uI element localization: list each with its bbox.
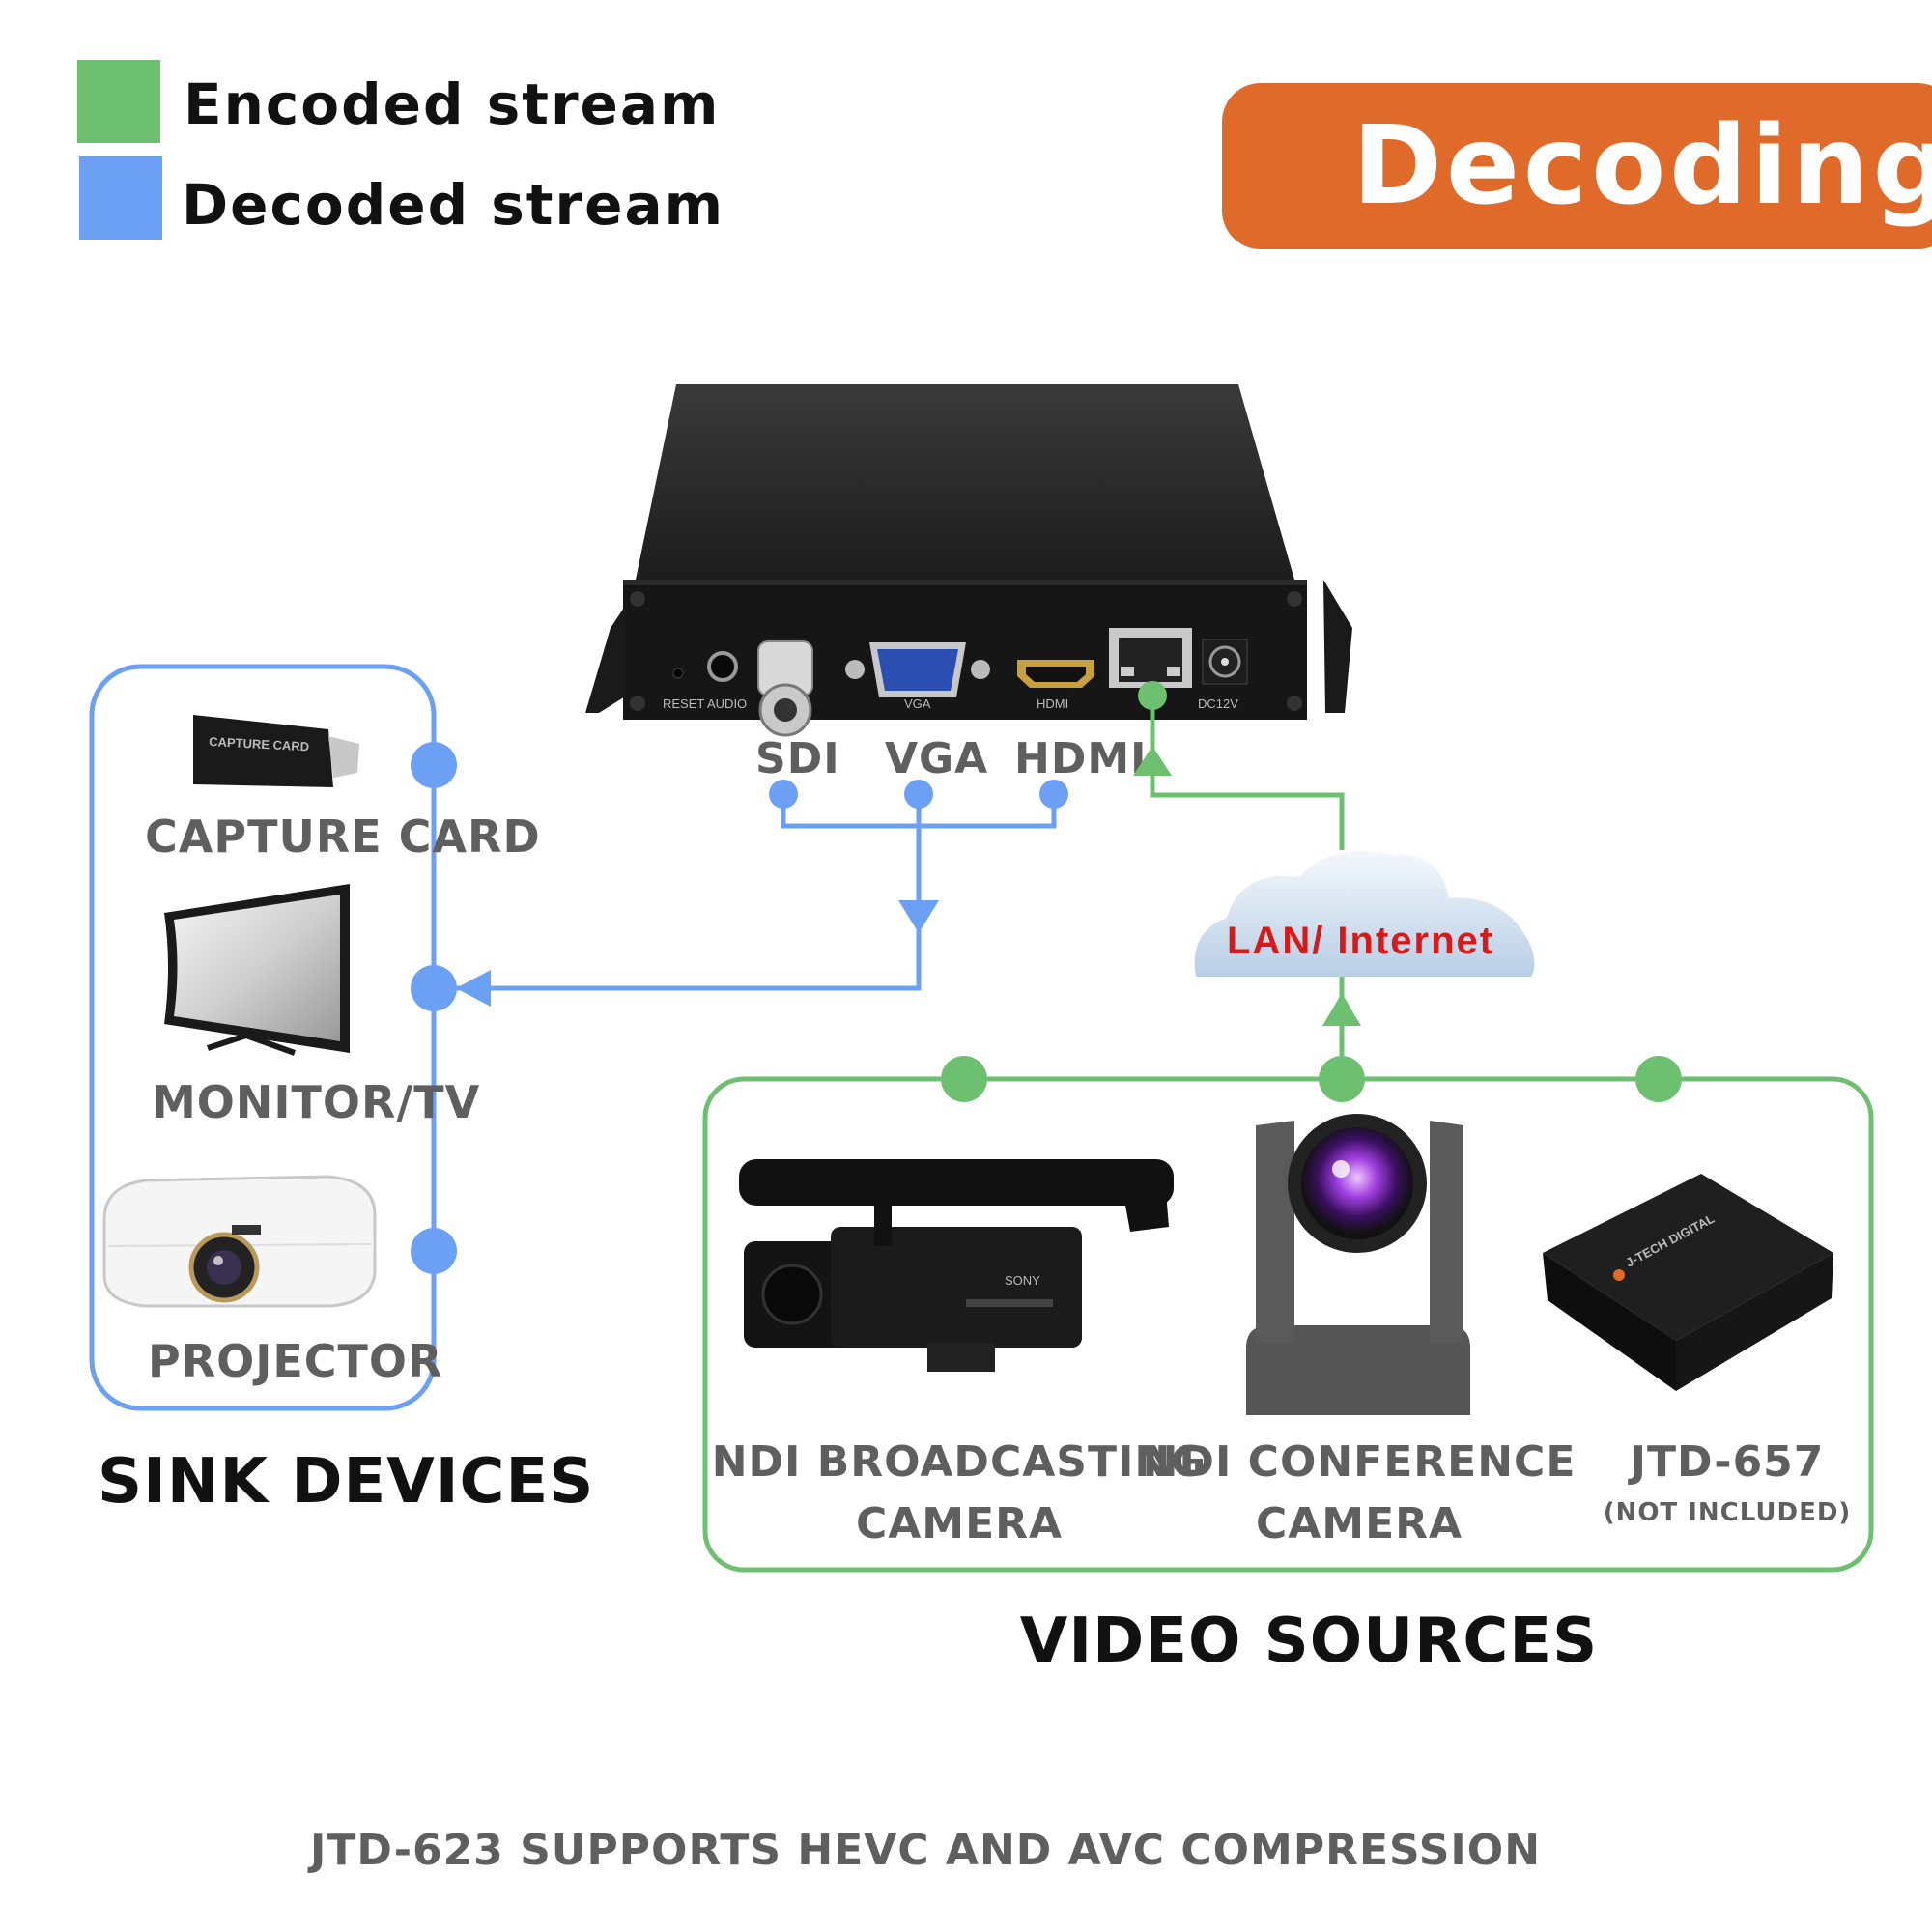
source-label-conference-line2: CAMERA [1256, 1499, 1463, 1548]
source-label-not-included: (NOT INCLUDED) [1604, 1498, 1852, 1527]
lan-internet-cloud: LAN/ Internet [1194, 850, 1535, 977]
vga-port-label: VGA [904, 696, 931, 711]
sink-devices-title: SINK DEVICES [98, 1446, 594, 1518]
decoded-stream-markers [456, 780, 1068, 1007]
projector-icon [102, 1175, 377, 1308]
decoder-device-icon: RESET AUDIO VGA HDMI DC12V [585, 384, 1352, 737]
source-label-broadcast-line1: NDI BROADCASTING [712, 1437, 1208, 1487]
source-label-conference-line1: NDI CONFERENCE [1143, 1437, 1577, 1487]
sdi-output-label: SDI [755, 734, 840, 783]
encoder-box-icon: J-TECH DIGITAL [1543, 1174, 1833, 1391]
source-label-jtd657: JTD-657 [1628, 1437, 1825, 1487]
legend: Encoded stream Decoded stream [77, 60, 724, 240]
decoded-label: Decoded stream [182, 172, 724, 238]
footer-note: JTD-623 SUPPORTS HEVC AND AVC COMPRESSIO… [307, 1826, 1541, 1875]
source-label-broadcast-line2: CAMERA [856, 1499, 1063, 1548]
hdmi-output-label: HDMI [1014, 734, 1148, 783]
video-sources-title: VIDEO SOURCES [1020, 1605, 1598, 1677]
sink-label-capture-card: CAPTURE CARD [145, 810, 541, 863]
decoded-stream-lines [435, 794, 1057, 991]
hdmi-port-label: HDMI [1037, 696, 1068, 711]
encoded-stream-markers [1133, 681, 1361, 1026]
vga-output-label: VGA [885, 734, 988, 783]
sink-label-projector: PROJECTOR [148, 1335, 442, 1387]
decoding-banner: Decoding [1222, 83, 1932, 249]
monitor-icon [164, 884, 350, 1056]
ptz-camera-icon [1246, 1114, 1470, 1415]
device-output-labels: SDI VGA HDMI [755, 734, 1148, 783]
camcorder-icon: SONY [739, 1159, 1174, 1372]
dc-port-label: DC12V [1198, 696, 1238, 711]
capture-card-icon: CAPTURE CARD [193, 715, 359, 787]
decoded-swatch [79, 156, 162, 240]
reset-audio-label: RESET AUDIO [663, 696, 747, 711]
sink-label-monitor: MONITOR/TV [152, 1076, 480, 1128]
cloud-label: LAN/ Internet [1227, 920, 1494, 962]
encoded-swatch [77, 60, 160, 143]
banner-title: Decoding [1352, 103, 1932, 229]
camcorder-brand: SONY [1005, 1273, 1040, 1288]
sink-devices-panel: CAPTURE CARD CAPTURE CARD MONITOR/TV PRO… [89, 664, 541, 1411]
encoded-label: Encoded stream [184, 71, 720, 137]
capture-card-device-text: CAPTURE CARD [209, 734, 310, 753]
video-sources-panel: SONY J-TECH DIGITAL NDI BROADCASTING CAM… [702, 1056, 1874, 1573]
